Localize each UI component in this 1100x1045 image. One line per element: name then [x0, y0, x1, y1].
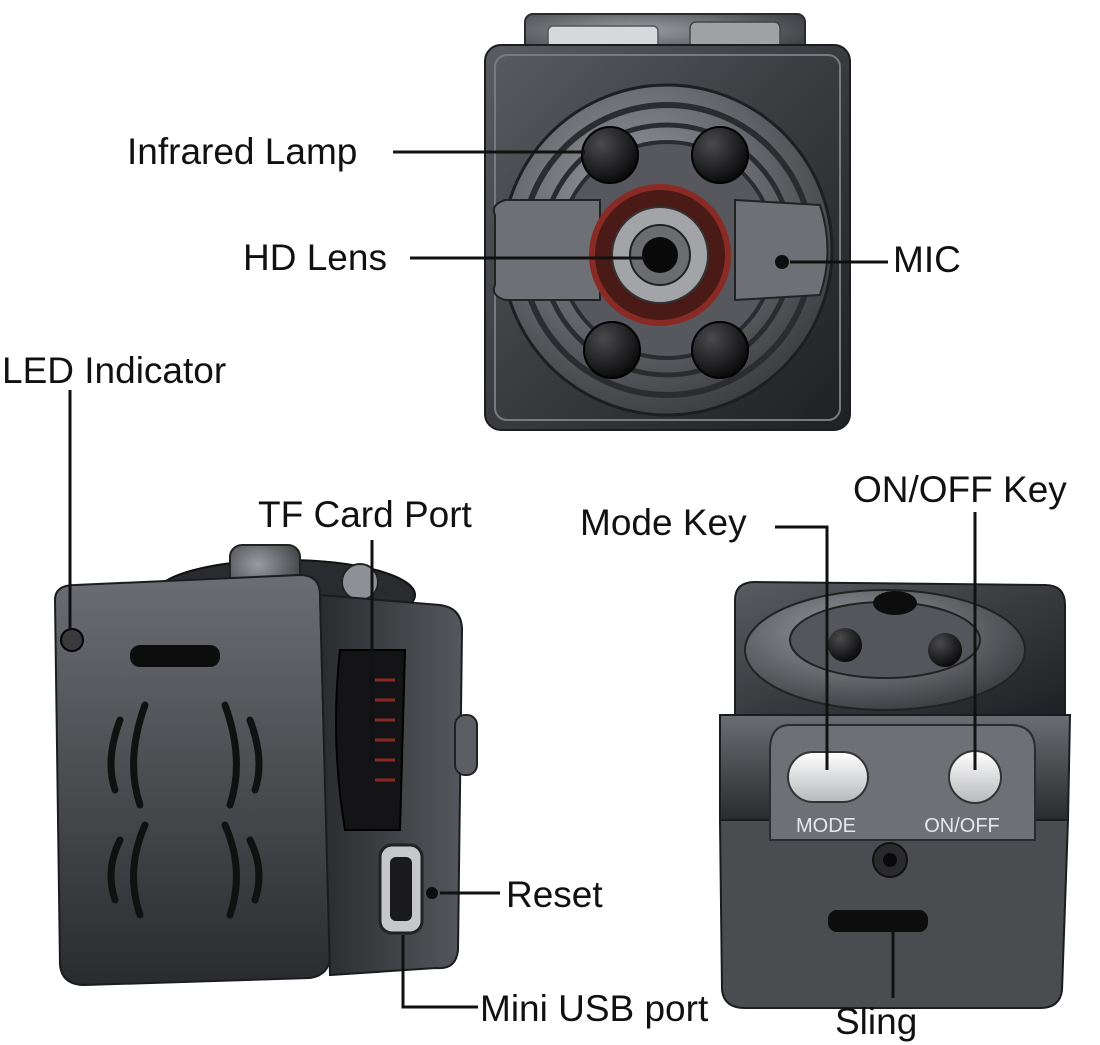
side-body-front [53, 573, 332, 987]
speaker-grille [107, 701, 263, 919]
mic-hole [775, 255, 789, 269]
lens-glass [642, 237, 678, 273]
leader-lines [68, 150, 977, 1009]
back-view-camera: MODE ON/OFF [718, 580, 1072, 1009]
front-slot [130, 645, 220, 667]
on-off-button-text: ON/OFF [924, 815, 1000, 837]
infrared-lamp-top-left [581, 126, 639, 184]
sling-slot [828, 910, 928, 932]
mini-usb-socket-inner [390, 857, 412, 921]
led-indicator-dot [60, 628, 84, 652]
label-on-off-key: ON/OFF Key [853, 469, 1067, 510]
side-view-camera [53, 544, 478, 987]
infrared-lamp-top-right [691, 126, 749, 184]
leader-mini-usb-port [401, 935, 478, 1009]
label-sling: Sling [835, 1001, 918, 1042]
label-mic: MIC [893, 239, 961, 280]
lens-crossbar [492, 199, 601, 301]
label-reset: Reset [506, 874, 603, 915]
back-lens-top [873, 591, 917, 615]
back-lamp-left [828, 628, 862, 662]
back-lamp-right [928, 633, 962, 667]
mode-button-text: MODE [796, 815, 856, 837]
label-mode-key: Mode Key [580, 502, 747, 543]
tf-card-pins [375, 678, 395, 782]
lens-crossbar-right [734, 198, 829, 302]
infrared-lamp-bottom-left [583, 321, 641, 379]
infrared-lamp-bottom-right [691, 321, 749, 379]
leader-mode-key [775, 525, 829, 770]
side-bump [454, 714, 478, 776]
label-led-indicator: LED Indicator [2, 350, 227, 391]
label-tf-card-port: TF Card Port [258, 494, 472, 535]
tripod-screw-hole-center [883, 853, 897, 867]
label-mini-usb-port: Mini USB port [480, 988, 709, 1029]
label-hd-lens: HD Lens [243, 237, 387, 278]
label-infrared-lamp: Infrared Lamp [127, 131, 358, 172]
front-view-camera [484, 13, 851, 431]
reset-hole [426, 887, 438, 899]
